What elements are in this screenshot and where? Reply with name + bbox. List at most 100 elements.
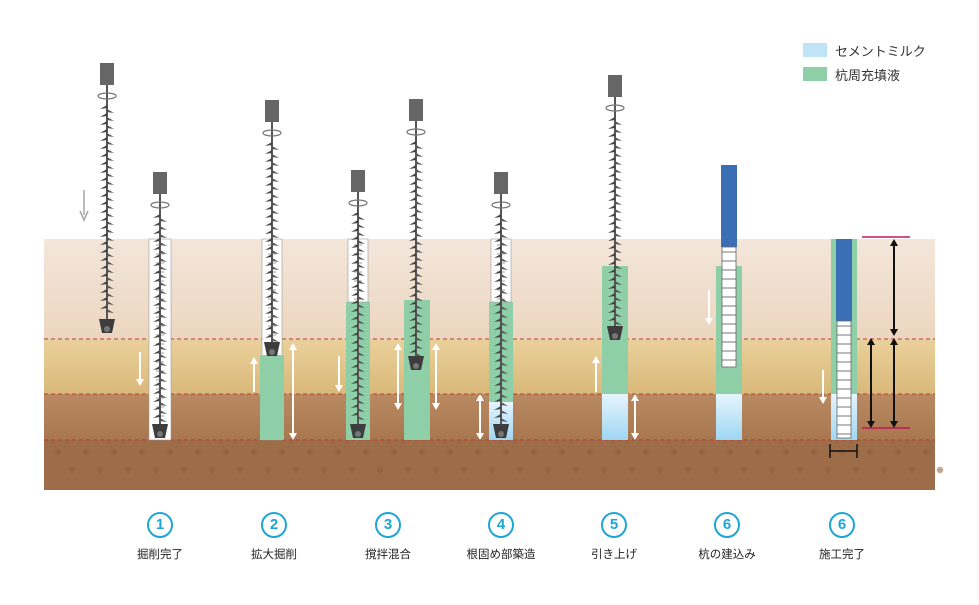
column-step-3: [335, 99, 440, 440]
spiral-flight: [272, 170, 279, 174]
spiral-flight: [107, 189, 114, 193]
soil-dot: [152, 466, 160, 474]
dimension-arrow-head-bottom: [867, 421, 875, 428]
spiral-flight: [615, 193, 622, 197]
spiral-flight: [615, 209, 622, 213]
spiral-flight: [107, 213, 114, 217]
spiral-flight: [153, 286, 160, 290]
spiral-flight: [107, 133, 114, 137]
spiral-flight: [608, 309, 615, 313]
motor-block: [351, 170, 365, 192]
motor-block: [494, 172, 508, 194]
spiral-flight: [409, 173, 416, 177]
dimension-arrow-head-top: [890, 239, 898, 246]
soil-dot: [768, 466, 776, 474]
spiral-flight: [608, 125, 615, 129]
drill-bit-hub: [157, 431, 163, 437]
spiral-flight: [265, 198, 272, 202]
soil-dot: [698, 448, 706, 456]
soil-dot: [110, 448, 118, 456]
spiral-flight: [107, 221, 114, 225]
soil-dot: [782, 448, 790, 456]
spiral-flight: [608, 149, 615, 153]
spiral-flight: [409, 141, 416, 145]
spiral-flight: [265, 278, 272, 282]
soil-dot: [474, 448, 482, 456]
spiral-flight: [608, 141, 615, 145]
rotation-ring: [262, 129, 282, 137]
soil-dot: [292, 466, 300, 474]
spiral-flight: [272, 330, 279, 334]
spiral-flight: [160, 370, 167, 374]
soil-dot: [460, 466, 468, 474]
range-arrow-head-top: [476, 394, 484, 401]
spiral-flight: [409, 189, 416, 193]
step-number: 1: [147, 512, 173, 538]
spiral-flight: [608, 261, 615, 265]
spiral-flight: [272, 242, 279, 246]
descend-arrow-outline: [79, 190, 89, 222]
spiral-flight: [608, 229, 615, 233]
spiral-flight: [153, 270, 160, 274]
spiral-flight: [416, 265, 423, 269]
spiral-flight: [107, 245, 114, 249]
spiral-flight: [160, 394, 167, 398]
spiral-flight: [265, 158, 272, 162]
spiral-flight: [501, 258, 508, 262]
spiral-flight: [358, 320, 365, 324]
step-label: 掘削完了: [137, 547, 183, 561]
soil-dot: [138, 448, 146, 456]
spiral-flight: [107, 309, 114, 313]
spiral-flight: [358, 408, 365, 412]
soil-dot: [922, 448, 930, 456]
spiral-flight: [153, 294, 160, 298]
spiral-flight: [265, 174, 272, 178]
spiral-flight: [100, 169, 107, 173]
spiral-flight: [494, 310, 501, 314]
spiral-flight: [265, 190, 272, 194]
spiral-flight: [100, 225, 107, 229]
spiral-flight: [107, 165, 114, 169]
spiral-flight: [358, 232, 365, 236]
spiral-flight: [351, 244, 358, 248]
spiral-flight: [615, 281, 622, 285]
drill-bit-hub: [612, 333, 618, 339]
spiral-flight: [358, 336, 365, 340]
spiral-flight: [416, 249, 423, 253]
spiral-flight: [416, 209, 423, 213]
spiral-flight: [358, 344, 365, 348]
spiral-flight: [358, 256, 365, 260]
step-label: 根固め部築造: [466, 547, 536, 561]
spiral-flight: [265, 182, 272, 186]
spiral-flight: [351, 388, 358, 392]
spiral-flight: [615, 129, 622, 133]
spiral-flight: [160, 322, 167, 326]
spiral-flight: [416, 313, 423, 317]
step-label: 引き上げ: [591, 547, 637, 561]
spiral-flight: [358, 376, 365, 380]
motor-block: [608, 75, 622, 97]
soil-dot: [894, 448, 902, 456]
spiral-flight: [351, 396, 358, 400]
spiral-flight: [615, 241, 622, 245]
soil-dot: [670, 448, 678, 456]
spiral-flight: [153, 334, 160, 338]
spiral-flight: [501, 234, 508, 238]
spiral-flight: [409, 181, 416, 185]
spiral-flight: [416, 217, 423, 221]
spiral-flight: [501, 346, 508, 350]
drill-bit-hub: [355, 431, 361, 437]
spiral-flight: [153, 238, 160, 242]
spiral-flight: [416, 257, 423, 261]
spiral-flight: [160, 282, 167, 286]
spiral-flight: [358, 328, 365, 332]
spiral-flight: [358, 248, 365, 252]
soil-dot: [348, 466, 356, 474]
rotation-ring: [97, 92, 117, 100]
soil-dot: [600, 466, 608, 474]
spiral-flight: [358, 304, 365, 308]
spiral-flight: [265, 270, 272, 274]
spiral-flight: [153, 214, 160, 218]
spiral-flight: [351, 372, 358, 376]
spiral-flight: [153, 326, 160, 330]
